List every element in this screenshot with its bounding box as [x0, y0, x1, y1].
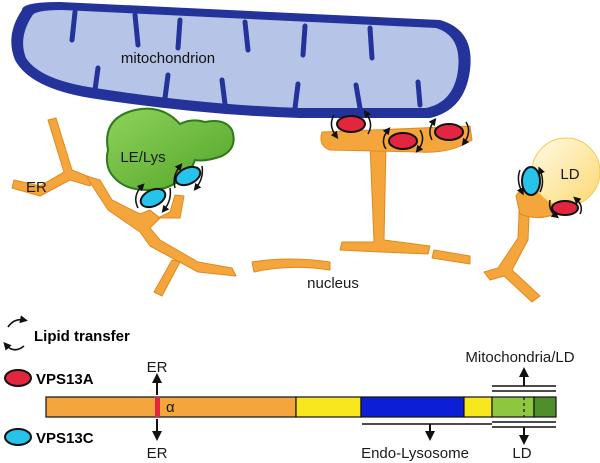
domain-yellow-1 [295, 396, 362, 418]
mitochondrion-label: mitochondrion [121, 50, 215, 67]
domain-lightgreen [491, 396, 535, 418]
le-lys-label: LE/Lys [120, 149, 165, 166]
vps13a-protein [551, 200, 579, 216]
domain-yellow-2 [463, 396, 493, 418]
domain-bar [45, 396, 557, 418]
vps13a-legend-icon [4, 369, 32, 387]
vps13c-protein [139, 187, 167, 209]
mito-ld-bracket [492, 367, 556, 392]
endo-lysosome-label: Endo-Lysosome [361, 445, 469, 462]
mito-ld-label: Mitochondria/LD [465, 349, 574, 366]
domain-darkgreen [533, 396, 557, 418]
lipid-droplet: LD [531, 137, 600, 207]
legend-vps13c: VPS13C [36, 430, 94, 447]
vps13a-protein [388, 132, 418, 150]
domain-alpha-red [155, 397, 160, 417]
er-bottom-label: ER [147, 445, 168, 462]
lipid-transfer-icon [3, 315, 28, 351]
domain-blue [360, 396, 465, 418]
alpha-label: α [166, 399, 175, 416]
er-top-label: ER [147, 359, 168, 376]
vps13c-protein [521, 166, 541, 196]
legend-lipid-transfer: Lipid transfer [34, 328, 130, 345]
legend: Lipid transfer VPS13A VPS13C [3, 315, 130, 447]
vps13a-protein [434, 123, 464, 141]
nucleus-label: nucleus [307, 275, 359, 292]
ld-bottom-label: LD [512, 445, 531, 462]
legend-vps13a: VPS13A [36, 371, 94, 388]
endo-lysosome-bracket [362, 423, 492, 441]
er-label: ER [26, 179, 47, 196]
vps13c-protein [174, 165, 202, 187]
ld-label: LD [560, 166, 579, 183]
ld-bracket [492, 421, 556, 445]
late-endosome-lysosome: LE/Lys [105, 107, 235, 191]
transfer-arrows [135, 109, 583, 219]
vps13c-legend-icon [4, 428, 32, 446]
mitochondrion: mitochondrion [11, 2, 471, 118]
er-network [11, 117, 561, 303]
vps13a-protein [336, 115, 366, 133]
